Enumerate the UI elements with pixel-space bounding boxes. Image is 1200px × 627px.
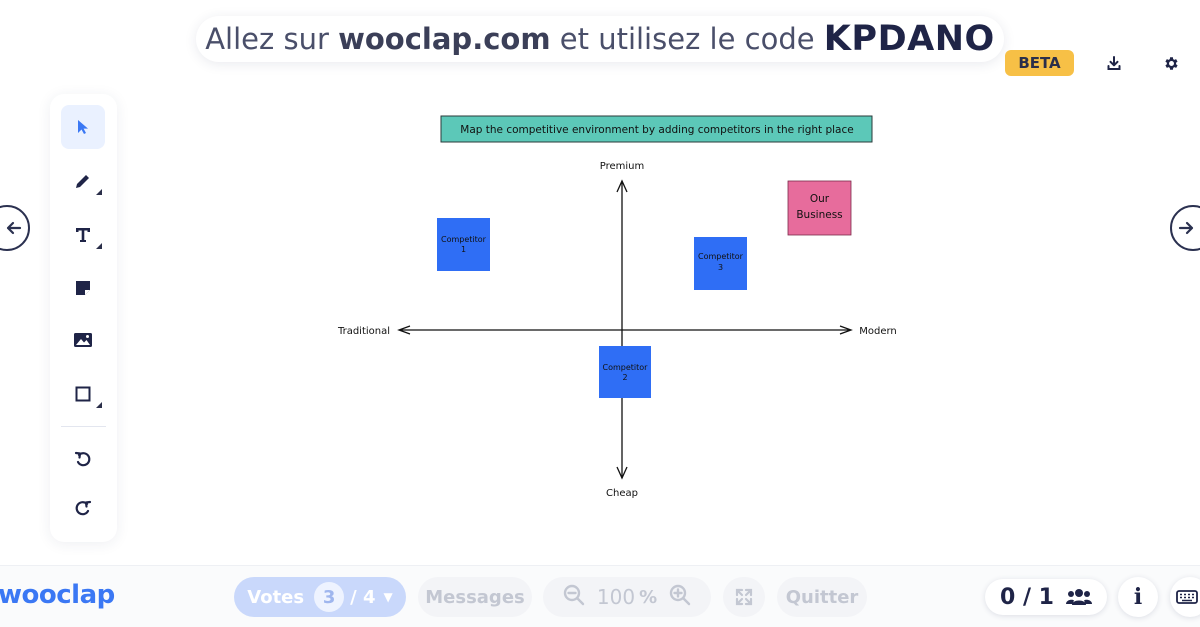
participants-count: 0 / 1 xyxy=(1000,584,1054,610)
pen-tool-button[interactable] xyxy=(61,159,105,203)
banner-prefix: Allez sur xyxy=(205,22,329,56)
zoom-unit: % xyxy=(639,586,658,608)
quit-button[interactable]: Quitter xyxy=(777,577,867,617)
messages-label: Messages xyxy=(425,586,525,608)
sticky-note-line2: 2 xyxy=(622,373,627,382)
arrow-right-icon xyxy=(1178,221,1194,235)
pencil-icon xyxy=(76,175,89,188)
keyboard-icon xyxy=(1176,590,1198,604)
sticky-note-bg xyxy=(437,218,490,271)
messages-button[interactable]: Messages xyxy=(418,577,532,617)
zoom-in-button[interactable] xyxy=(669,584,691,611)
arrow-down-head xyxy=(616,466,628,480)
sticky-note-our-business[interactable]: Our Business xyxy=(787,180,852,236)
sticky-note-bg xyxy=(787,180,852,236)
zoom-value: 100 xyxy=(596,585,636,609)
axis-label-top: Premium xyxy=(600,161,645,172)
download-icon xyxy=(1107,56,1121,70)
keyboard-button[interactable] xyxy=(1170,577,1200,617)
image-tool-button[interactable] xyxy=(61,318,105,362)
whiteboard-canvas[interactable]: Map the competitive environment by addin… xyxy=(0,0,1200,560)
beta-badge: BETA xyxy=(1005,50,1074,76)
undo-icon xyxy=(74,451,91,467)
sticky-note-bg xyxy=(599,346,651,398)
sticky-note-line2: 3 xyxy=(718,263,723,272)
axis-label-bottom: Cheap xyxy=(606,488,638,499)
zoom-out-button[interactable] xyxy=(563,584,585,611)
sticky-note-line1: Competitor xyxy=(603,363,649,372)
sticky-note-competitor-2[interactable]: Competitor 2 xyxy=(599,346,651,398)
axis-label-right: Modern xyxy=(859,326,897,337)
shape-tool-button[interactable] xyxy=(61,372,105,416)
chevron-down-icon: ▼ xyxy=(383,590,393,604)
event-code: KPDANO xyxy=(823,19,995,59)
download-button[interactable] xyxy=(1098,48,1130,78)
toolbar-divider xyxy=(61,426,106,427)
text-tool-button[interactable] xyxy=(61,213,105,257)
settings-button[interactable] xyxy=(1155,48,1187,78)
sticky-note-line1: Competitor xyxy=(441,235,487,244)
fullscreen-button[interactable] xyxy=(723,577,765,617)
sticky-note-line2: Business xyxy=(796,209,842,221)
square-icon xyxy=(75,386,91,402)
drawing-toolbar xyxy=(50,94,117,542)
votes-total: / 4 xyxy=(350,586,376,608)
board-title: Map the competitive environment by addin… xyxy=(460,124,853,136)
info-icon: i xyxy=(1133,584,1143,610)
sticky-note-line1: Competitor xyxy=(698,252,744,261)
arrow-up-head xyxy=(616,179,628,193)
next-slide-button[interactable] xyxy=(1170,205,1200,251)
arrow-right-head xyxy=(839,325,853,335)
wooclap-logo: wooclap xyxy=(0,580,115,610)
image-icon xyxy=(74,333,92,347)
sticky-note-bg xyxy=(694,237,747,290)
sticky-note-line2: 1 xyxy=(461,245,466,254)
redo-icon xyxy=(75,500,92,516)
text-icon xyxy=(76,228,90,242)
votes-current: 3 xyxy=(314,582,345,612)
votes-selector[interactable]: Votes 3 / 4 ▼ xyxy=(234,577,406,617)
sticky-note-line1: Our xyxy=(810,193,830,205)
sticky-note-competitor-3[interactable]: Competitor 3 xyxy=(694,237,747,290)
submenu-indicator xyxy=(96,402,102,408)
banner-middle: et utilisez le code xyxy=(559,22,815,56)
participants-counter[interactable]: 0 / 1 xyxy=(985,579,1107,615)
select-tool-button[interactable] xyxy=(61,105,105,149)
gear-icon xyxy=(1164,56,1178,70)
board-title-box[interactable] xyxy=(440,115,873,143)
undo-button[interactable] xyxy=(61,437,105,481)
banner-site: wooclap.com xyxy=(338,22,551,56)
votes-label: Votes xyxy=(247,586,305,608)
arrow-left-icon xyxy=(6,221,22,235)
sticky-note-icon xyxy=(76,281,90,295)
join-banner: Allez sur wooclap.com et utilisez le cod… xyxy=(196,16,1004,62)
info-button[interactable]: i xyxy=(1118,577,1158,617)
cursor-icon xyxy=(78,120,88,134)
zoom-out-icon xyxy=(563,584,585,605)
users-icon xyxy=(1065,589,1092,605)
submenu-indicator xyxy=(96,243,102,249)
expand-icon xyxy=(735,588,753,606)
zoom-controls: 100 % xyxy=(543,577,711,617)
submenu-indicator xyxy=(96,189,102,195)
zoom-in-icon xyxy=(669,584,691,605)
sticky-note-tool-button[interactable] xyxy=(61,266,105,310)
quit-label: Quitter xyxy=(785,586,859,608)
axis-label-left: Traditional xyxy=(337,326,390,337)
sticky-note-competitor-1[interactable]: Competitor 1 xyxy=(437,218,490,271)
redo-button[interactable] xyxy=(61,486,105,530)
arrow-left-head xyxy=(397,325,411,335)
